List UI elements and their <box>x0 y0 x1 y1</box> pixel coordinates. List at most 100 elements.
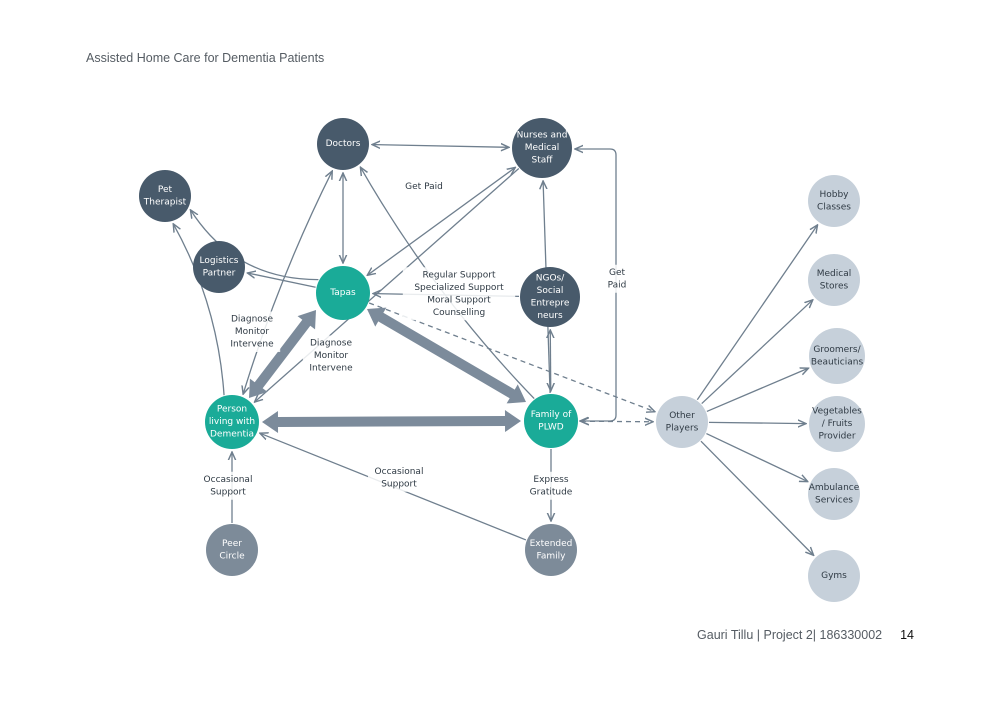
node-gyms: Gyms <box>808 550 860 602</box>
node-ngo-label: Entrepre <box>531 298 570 308</box>
node-plwd-label: living with <box>209 417 255 427</box>
node-medical-circle <box>808 254 860 306</box>
edge-label-bg <box>368 463 430 492</box>
node-logistics-label: Logistics <box>200 256 239 266</box>
node-nurses-label: Medical <box>525 143 559 153</box>
node-family-label: Family of <box>531 410 572 420</box>
edge-label-text: Get <box>609 268 626 278</box>
edge-label-text: Counselling <box>433 308 485 318</box>
node-ambulance-circle <box>808 468 860 520</box>
node-ngo-label: NGOs/ <box>536 273 565 283</box>
node-extended-label: Family <box>537 551 567 561</box>
node-doctors: Doctors <box>317 118 369 170</box>
edge-plwd-doctors <box>243 171 332 394</box>
node-medical-label: Medical <box>817 269 851 279</box>
edge-tapas-nurses <box>367 167 515 275</box>
edge-tapas-others <box>368 302 655 412</box>
node-plwd-label: Person <box>217 405 247 415</box>
node-others-circle <box>656 396 708 448</box>
edge-others-vegetables <box>708 422 806 423</box>
node-family-label: PLWD <box>538 422 564 432</box>
node-gyms-circle <box>808 550 860 602</box>
node-groomers-circle <box>809 328 865 384</box>
thick-arrow-tapas-family <box>367 307 526 404</box>
edge-label-bg <box>402 267 516 321</box>
node-family: Family of PLWD <box>524 394 578 448</box>
node-ambulance-label: Services <box>815 495 853 505</box>
node-ngo-circle <box>520 267 580 327</box>
node-ngo-label: neurs <box>537 311 563 321</box>
edge-label-text: Regular Support <box>423 270 496 280</box>
node-others-label: Players <box>666 423 699 433</box>
edge-label-text: Support <box>210 487 246 497</box>
node-nurses-label: Nurses and <box>517 131 568 141</box>
node-hobby-label: Hobby <box>819 190 849 200</box>
node-vegetables-circle <box>809 396 865 452</box>
footer-author-project: Gauri Tillu | Project 2| 186330002 <box>697 628 883 642</box>
main-relationship-arrows <box>249 307 526 433</box>
node-family-circle <box>524 394 578 448</box>
edge-label-text: Monitor <box>235 327 270 337</box>
node-logistics-label: Partner <box>203 268 236 278</box>
node-tapas: Tapas <box>316 266 370 320</box>
edge-nurses-plwd <box>254 168 520 403</box>
node-plwd-label: Dementia <box>210 430 254 440</box>
edge-label-text: Get Paid <box>405 182 443 192</box>
node-doctors-label: Doctors <box>326 139 361 149</box>
page-footer: Gauri Tillu | Project 2| 186330002 14 <box>697 628 914 642</box>
page-number: 14 <box>900 628 914 642</box>
node-ngo-label: Social <box>537 286 564 296</box>
edge-others-medical <box>701 300 813 405</box>
edge-label-text: Express <box>533 475 568 485</box>
node-tapas-circle <box>316 266 370 320</box>
node-groomers-label: Groomers/ <box>813 345 861 355</box>
edge-label-get-paid-doctors: Get Paid <box>398 179 450 195</box>
edge-label-text: Gratitude <box>530 487 573 497</box>
edge-label-text: Intervene <box>230 340 274 350</box>
edge-label-text: Intervene <box>309 364 353 374</box>
node-doctors-circle <box>317 118 369 170</box>
page-header-title: Assisted Home Care for Dementia Patients <box>86 51 325 65</box>
edge-others-groomers <box>706 368 809 413</box>
thick-arrow-plwd-tapas <box>249 310 316 398</box>
node-peer-label: Circle <box>219 551 245 561</box>
edge-label-text: Occasional <box>204 475 253 485</box>
edge-label-text: Moral Support <box>427 295 491 305</box>
thick-arrow-plwd-family <box>262 410 521 433</box>
edge-label-bg <box>398 179 450 195</box>
edge-label-bg <box>602 264 632 293</box>
edge-others-ambulance <box>706 432 807 482</box>
node-hobby-circle <box>808 175 860 227</box>
connector-layer <box>173 145 817 556</box>
node-plwd-circle <box>205 395 259 449</box>
node-vegetables-label: Provider <box>818 432 855 442</box>
edge-others-gyms <box>700 440 814 555</box>
edge-others-hobby <box>696 225 817 401</box>
node-extended-circle <box>525 524 577 576</box>
node-medical-label: Stores <box>820 281 849 291</box>
node-vegetables-label: Vegetables <box>812 407 862 417</box>
node-nurses-label: Staff <box>532 156 554 166</box>
edge-label-bg <box>197 471 259 500</box>
node-groomers: Groomers/Beauticians <box>809 328 865 384</box>
node-pet-label: Therapist <box>143 197 187 207</box>
edge-label-text: Paid <box>608 280 627 290</box>
edge-label-bg <box>223 311 281 352</box>
node-tapas-label: Tapas <box>329 288 356 298</box>
